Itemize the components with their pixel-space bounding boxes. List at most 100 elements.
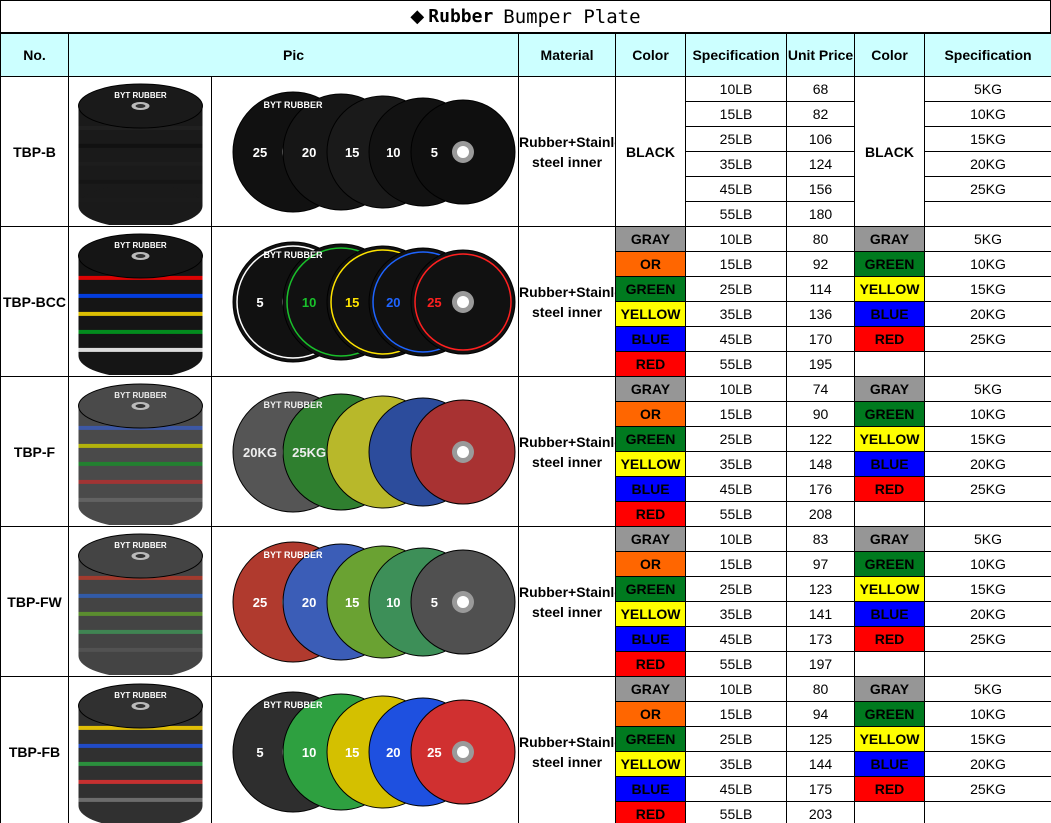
color-lb-swatch: OR bbox=[615, 251, 687, 277]
spec-kg-cell: 10KG bbox=[924, 701, 1051, 727]
unit-price-cell: 80 bbox=[786, 676, 856, 702]
spec-lb-cell: 45LB bbox=[685, 476, 788, 502]
color-kg-swatch: YELLOW bbox=[854, 726, 926, 752]
color-kg-swatch: BLUE bbox=[854, 751, 926, 777]
diamond-icon: ◆ bbox=[410, 6, 425, 26]
sheet-title: ◆ Rubber Bumper Plate bbox=[0, 0, 1051, 33]
unit-price-cell: 82 bbox=[786, 101, 856, 127]
material-cell: Rubber+Stainless steel inner bbox=[518, 376, 617, 527]
unit-price-cell: 170 bbox=[786, 326, 856, 352]
header-row: No. Pic Material Color Specification Uni… bbox=[0, 33, 1051, 77]
spec-lb-cell: 45LB bbox=[685, 626, 788, 652]
color-kg-swatch bbox=[854, 351, 926, 377]
color-kg-swatch: BLUE bbox=[854, 301, 926, 327]
brand-label: BYT RUBBER bbox=[114, 91, 167, 100]
color-kg-cell: BLACK bbox=[854, 76, 926, 227]
color-kg-swatch: GREEN bbox=[854, 401, 926, 427]
unit-price-cell: 197 bbox=[786, 651, 856, 677]
plate-stack-image: BYT RUBBER bbox=[77, 533, 203, 675]
unit-price-cell: 90 bbox=[786, 401, 856, 427]
spec-kg-cell: 10KG bbox=[924, 101, 1051, 127]
plate-stack-image: BYT RUBBER bbox=[77, 383, 203, 525]
color-kg-swatch bbox=[854, 501, 926, 527]
spec-kg-cell: 25KG bbox=[924, 176, 1051, 202]
stack-photo: BYT RUBBER bbox=[70, 678, 211, 823]
unit-price-cell: 68 bbox=[786, 76, 856, 102]
color-kg-swatch: RED bbox=[854, 626, 926, 652]
color-lb-swatch: RED bbox=[615, 801, 687, 823]
plate-weight-label: 15 bbox=[344, 295, 358, 310]
unit-price-cell: 136 bbox=[786, 301, 856, 327]
unit-price-cell: 141 bbox=[786, 601, 856, 627]
spec-kg-cell: 10KG bbox=[924, 251, 1051, 277]
stack-pic-cell: BYT RUBBER bbox=[68, 76, 212, 227]
color-lb-swatch: YELLOW bbox=[615, 451, 687, 477]
model-number: TBP-FW bbox=[0, 526, 69, 677]
color-lb-swatch: YELLOW bbox=[615, 751, 687, 777]
spec-kg-cell: 25KG bbox=[924, 776, 1051, 802]
plate-stack-image: BYT RUBBER bbox=[77, 683, 203, 823]
unit-price-cell: 80 bbox=[786, 226, 856, 252]
plate-weight-label: 20KG bbox=[243, 445, 277, 460]
unit-price-cell: 148 bbox=[786, 451, 856, 477]
unit-price-cell: 195 bbox=[786, 351, 856, 377]
spec-kg-cell: 15KG bbox=[924, 126, 1051, 152]
color-kg-swatch: GREEN bbox=[854, 251, 926, 277]
plate-weight-label: 5 bbox=[256, 295, 263, 310]
plate-weight-label: 20 bbox=[386, 295, 400, 310]
header-pic: Pic bbox=[67, 33, 520, 77]
unit-price-cell: 203 bbox=[786, 801, 856, 823]
plate-weight-label: 25 bbox=[427, 295, 441, 310]
brand-label: BYT RUBBER bbox=[114, 391, 167, 400]
spec-lb-cell: 55LB bbox=[685, 351, 788, 377]
unit-price-cell: 173 bbox=[786, 626, 856, 652]
unit-price-cell: 92 bbox=[786, 251, 856, 277]
color-kg-swatch: YELLOW bbox=[854, 576, 926, 602]
color-lb-swatch: OR bbox=[615, 701, 687, 727]
plate-weight-label: 15 bbox=[344, 145, 358, 160]
spec-kg-cell: 25KG bbox=[924, 626, 1051, 652]
plate-weight-label: 5 bbox=[430, 595, 437, 610]
spec-kg-cell: 15KG bbox=[924, 576, 1051, 602]
stack-photo: BYT RUBBER bbox=[70, 528, 211, 676]
unit-price-cell: 176 bbox=[786, 476, 856, 502]
spec-kg-cell: 15KG bbox=[924, 276, 1051, 302]
stack-pic-cell: BYT RUBBER bbox=[68, 376, 212, 527]
spec-lb-cell: 35LB bbox=[685, 601, 788, 627]
model-number: TBP-BCC bbox=[0, 226, 69, 377]
color-lb-cell: BLACK bbox=[615, 76, 687, 227]
spec-lb-cell: 15LB bbox=[685, 551, 788, 577]
spec-lb-cell: 45LB bbox=[685, 776, 788, 802]
header-spec-kg: Specification bbox=[924, 33, 1051, 77]
spec-lb-cell: 15LB bbox=[685, 401, 788, 427]
color-lb-swatch: GREEN bbox=[615, 726, 687, 752]
spec-kg-cell: 25KG bbox=[924, 326, 1051, 352]
spec-kg-cell bbox=[924, 651, 1051, 677]
plate-weight-label: 15 bbox=[344, 745, 358, 760]
plate-stack-image: BYT RUBBER bbox=[77, 83, 203, 225]
spec-lb-cell: 25LB bbox=[685, 576, 788, 602]
plate-weight-label: 10 bbox=[301, 295, 315, 310]
unit-price-cell: 97 bbox=[786, 551, 856, 577]
color-kg-swatch: BLUE bbox=[854, 451, 926, 477]
spec-lb-cell: 55LB bbox=[685, 801, 788, 823]
plate-weight-label: 20 bbox=[386, 745, 400, 760]
color-lb-swatch: BLUE bbox=[615, 476, 687, 502]
plate-weight-label: 5 bbox=[430, 145, 437, 160]
spec-lb-cell: 10LB bbox=[685, 526, 788, 552]
plate-weight-label: 20 bbox=[301, 145, 315, 160]
stack-pic-cell: BYT RUBBER bbox=[68, 676, 212, 823]
color-lb-swatch: RED bbox=[615, 501, 687, 527]
